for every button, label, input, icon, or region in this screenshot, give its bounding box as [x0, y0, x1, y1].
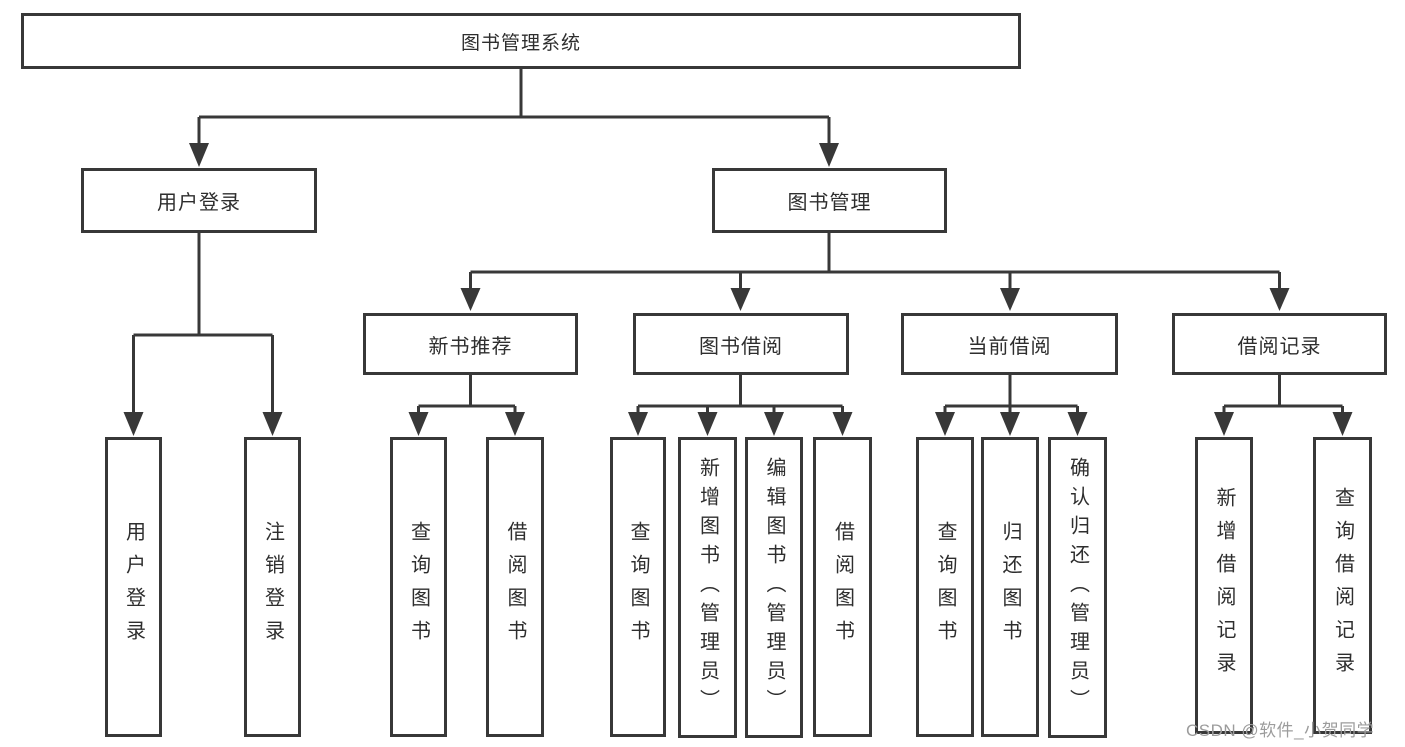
leaf-borrow-books-borrow-label: 借阅图书 [831, 521, 854, 653]
leaf-query-books-current: 查询图书 [916, 437, 974, 737]
leaf-borrow-books-borrow: 借阅图书 [813, 437, 872, 737]
leaf-add-borrow-record-label: 新增借阅记录 [1213, 486, 1235, 685]
leaf-return-books: 归还图书 [981, 437, 1039, 737]
leaf-query-books-borrow: 查询图书 [610, 437, 666, 737]
node-user-login: 用户登录 [81, 168, 317, 233]
leaf-user-login: 用户登录 [105, 437, 162, 737]
leaf-add-books-admin: 新增图书（管理员） [678, 437, 737, 738]
leaf-edit-books-admin: 编辑图书（管理员） [745, 437, 803, 738]
leaf-add-borrow-record: 新增借阅记录 [1195, 437, 1253, 734]
leaf-confirm-return-admin: 确认归还（管理员） [1048, 437, 1107, 738]
leaf-query-borrow-record-label: 查询借阅记录 [1331, 486, 1354, 685]
leaf-query-borrow-record: 查询借阅记录 [1313, 437, 1372, 734]
leaf-add-books-admin-label: 新增图书（管理员） [696, 457, 719, 718]
leaf-borrow-books-recommend-label: 借阅图书 [504, 521, 526, 653]
node-book-management: 图书管理 [712, 168, 947, 233]
node-library-system: 图书管理系统 [21, 13, 1021, 69]
leaf-query-books-recommend: 查询图书 [390, 437, 447, 737]
leaf-edit-books-admin-label: 编辑图书（管理员） [763, 457, 785, 718]
node-borrowing-records: 借阅记录 [1172, 313, 1387, 375]
csdn-watermark: CSDN @软件_小贺同学 [1186, 721, 1375, 740]
node-current-borrowing: 当前借阅 [901, 313, 1118, 375]
leaf-query-books-current-label: 查询图书 [934, 521, 956, 653]
leaf-user-login-label: 用户登录 [122, 521, 145, 653]
arrowheads [123, 143, 1353, 436]
leaf-return-books-label: 归还图书 [999, 521, 1021, 653]
leaf-query-books-borrow-label: 查询图书 [627, 521, 649, 653]
node-new-book-recommendation: 新书推荐 [363, 313, 578, 375]
leaf-query-books-recommend-label: 查询图书 [407, 521, 430, 653]
leaf-logout-login: 注销登录 [244, 437, 301, 737]
node-book-borrowing: 图书借阅 [633, 313, 849, 375]
leaf-borrow-books-recommend: 借阅图书 [486, 437, 544, 737]
leaf-confirm-return-admin-label: 确认归还（管理员） [1066, 457, 1089, 718]
leaf-logout-login-label: 注销登录 [261, 521, 284, 653]
